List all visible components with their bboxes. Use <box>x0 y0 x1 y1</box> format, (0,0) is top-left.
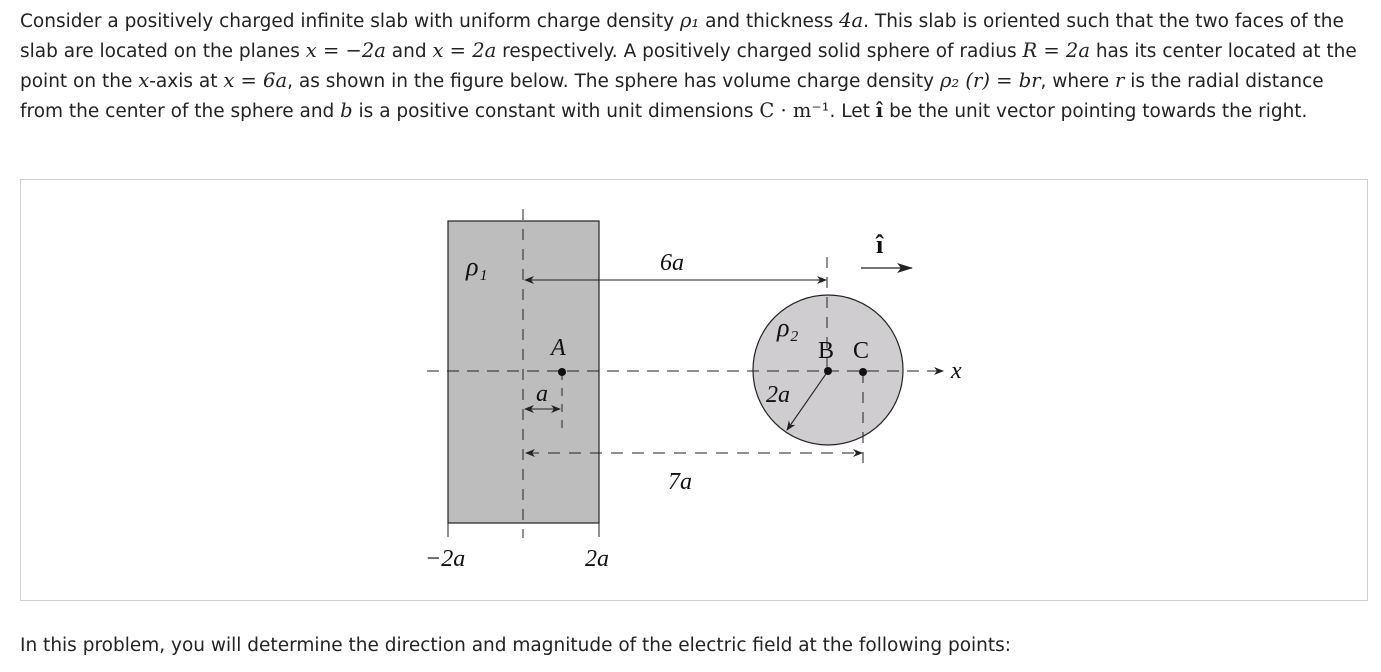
tick-neg2a-label: −2a <box>425 546 465 572</box>
b-symbol: b <box>340 99 353 122</box>
radius-expr: R = 2a <box>1022 39 1090 62</box>
dim-a-label: a <box>536 381 548 407</box>
intro-s6: has its center located at the point on t… <box>20 41 1357 92</box>
problem-followup: In this problem, you will determine the … <box>20 635 1012 656</box>
dim-7a-label: 7a <box>668 469 692 495</box>
intro-s10: is the radial distance from the center o… <box>20 71 1324 122</box>
intro-s13: be the unit vector pointing towards the … <box>883 101 1308 122</box>
rho2-label: ρ₂ <box>776 313 799 342</box>
point-b-label: B <box>818 338 834 364</box>
x-symbol: x <box>138 69 150 92</box>
dim-7a-right-head <box>853 449 863 457</box>
r-symbol: r <box>1114 69 1125 92</box>
point-c-label: C <box>853 338 869 364</box>
rho2-expr: ρ₂ (r) = br <box>939 69 1041 92</box>
dim-6a-label: 6a <box>660 250 684 276</box>
intro-s3: . This slab is oriented such that the tw… <box>20 11 1344 62</box>
tick-2a-label: 2a <box>585 546 609 572</box>
intro-s7: -axis at <box>149 71 224 92</box>
intro-s12: . Let <box>829 101 876 122</box>
thickness-expr: 4a <box>839 9 864 32</box>
point-b-dot <box>824 367 832 375</box>
x-axis-label: x <box>950 358 962 384</box>
intro-s11: is a positive constant with unit dimensi… <box>352 101 760 122</box>
units-expr: C · m⁻¹ <box>759 99 830 122</box>
radius-label: 2a <box>766 382 790 408</box>
intro-s8: , as shown in the figure below. The sphe… <box>287 71 940 92</box>
radius-arrow <box>786 370 829 431</box>
face2-expr: x = 2a <box>432 39 497 62</box>
ihat-symbol: î <box>875 99 884 122</box>
point-a-dot <box>558 368 566 376</box>
face1-expr: x = −2a <box>305 39 386 62</box>
point-a-label: A <box>549 335 566 361</box>
rho1-symbol: ρ₁ <box>679 9 700 32</box>
center-expr: x = 6a <box>223 69 288 92</box>
intro-s2: and thickness <box>699 11 840 32</box>
problem-statement: Consider a positively charged infinite s… <box>20 6 1365 126</box>
physics-figure: ρ₁ ρ₂ A B C 6a 7a a 2a −2a 2a x î <box>425 209 962 572</box>
intro-s5: respectively. A positively charged solid… <box>496 41 1023 62</box>
rho1-label: ρ₁ <box>465 252 488 281</box>
intro-s4: and <box>385 41 433 62</box>
dim-7a-left-head <box>525 449 535 457</box>
intro-s9: , where <box>1040 71 1115 92</box>
point-c-dot <box>859 368 867 376</box>
figure-box: ρ₁ ρ₂ A B C 6a 7a a 2a −2a 2a x î <box>20 179 1368 601</box>
intro-s1: Consider a positively charged infinite s… <box>20 11 680 32</box>
unit-vector-label: î <box>875 230 884 259</box>
